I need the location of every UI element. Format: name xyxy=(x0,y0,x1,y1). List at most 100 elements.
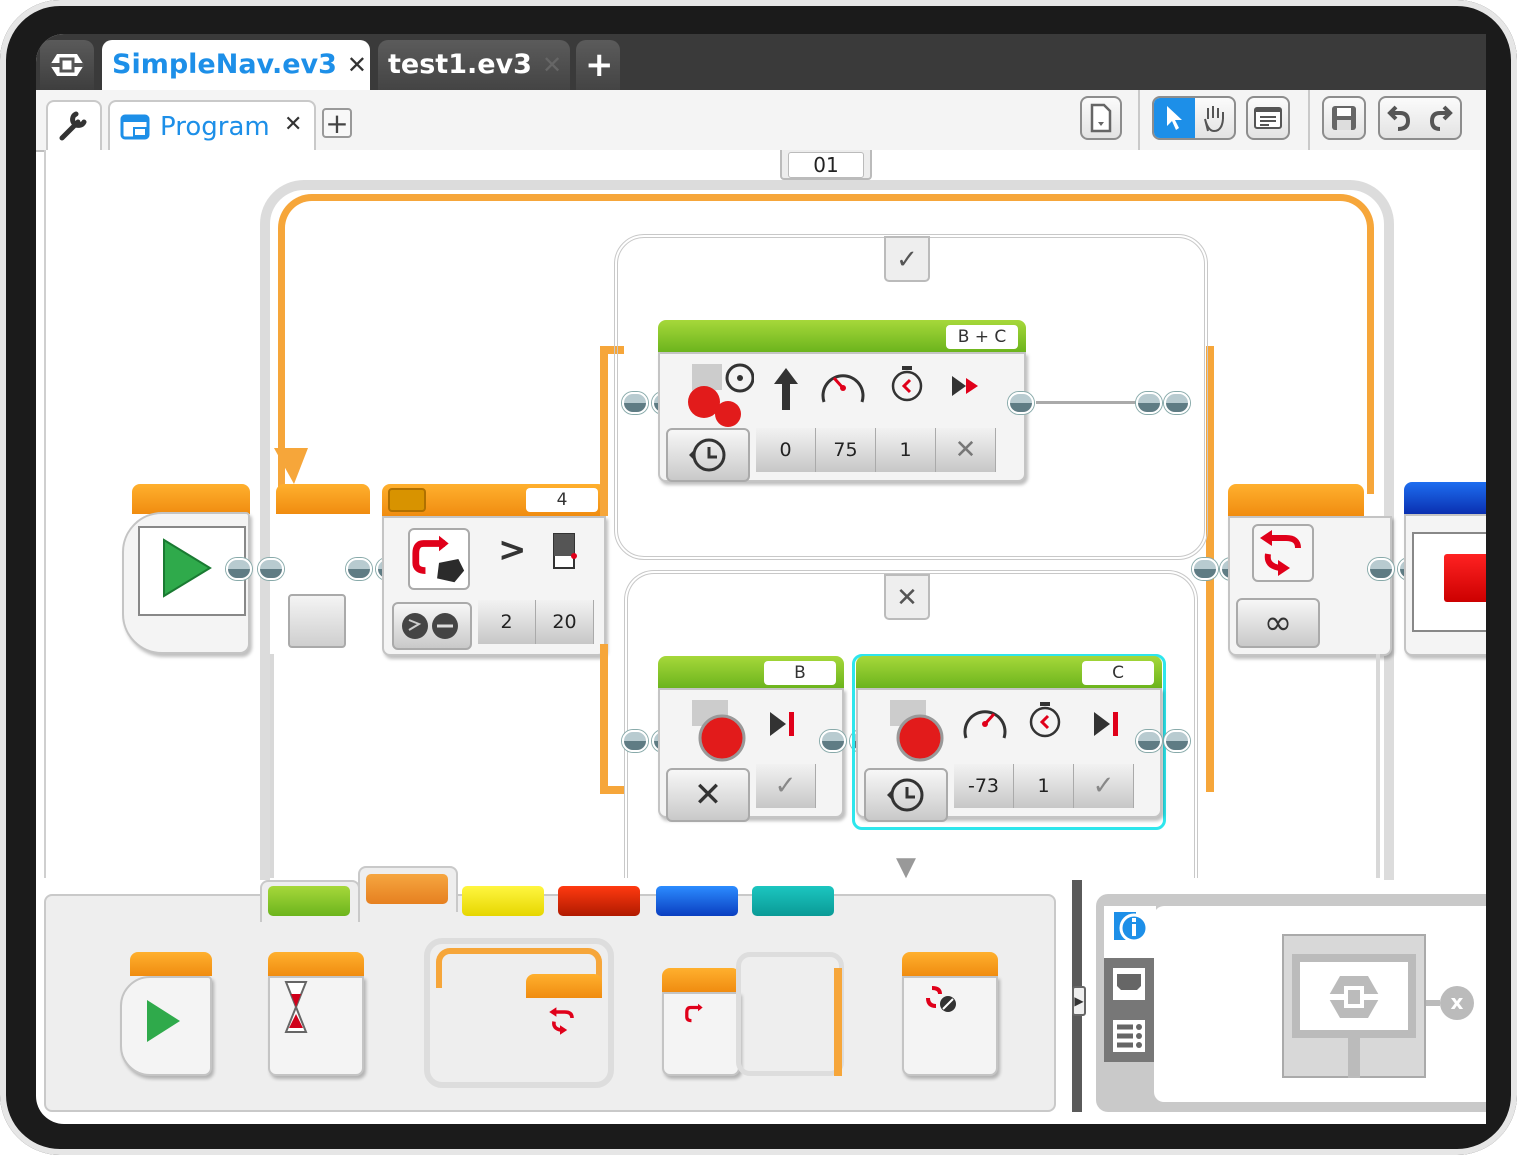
comment-tool[interactable] xyxy=(1246,96,1290,140)
seconds-icon xyxy=(1029,702,1061,738)
motor-mode-button[interactable]: ✕ xyxy=(666,768,750,822)
ev3-brick-icon xyxy=(1328,976,1380,1018)
loop-mode-selector[interactable] xyxy=(288,594,346,648)
large-motor-icon xyxy=(890,700,944,762)
ultrasonic-sensor-icon xyxy=(412,535,465,583)
sequence-plug[interactable] xyxy=(622,392,648,414)
file-tab-test1[interactable]: test1.ev3✕ xyxy=(378,40,570,90)
sequence-plug[interactable] xyxy=(1164,730,1190,752)
loop-label[interactable]: 01 xyxy=(788,152,864,178)
compare-symbol: > xyxy=(498,530,527,570)
hardware-page: x xyxy=(1096,894,1486,1112)
sequence-plug[interactable] xyxy=(346,558,372,580)
move-steering-block[interactable]: B + C 0 75 1 ✕ xyxy=(658,320,1026,492)
param-brake[interactable]: ✓ xyxy=(756,764,816,808)
save-button[interactable] xyxy=(1322,96,1366,140)
sequence-plug[interactable] xyxy=(820,730,846,752)
loop-mode-button[interactable]: ∞ xyxy=(1236,598,1320,648)
toolbar-separator xyxy=(1138,90,1140,150)
sequence-plug[interactable] xyxy=(1192,558,1218,580)
block-header xyxy=(276,484,370,514)
port-view-tab[interactable] xyxy=(1104,958,1154,1010)
switch-block[interactable]: 4 > 2 20 xyxy=(382,484,606,656)
add-file-tab-button[interactable]: + xyxy=(576,40,620,90)
palette-tab-sensor[interactable] xyxy=(462,886,544,916)
port-selector[interactable]: C xyxy=(1082,661,1154,685)
param-threshold[interactable]: 20 xyxy=(536,600,594,644)
switch-mode-button[interactable] xyxy=(392,602,472,650)
port-selector[interactable]: 4 xyxy=(526,488,598,512)
palette-loop-block[interactable] xyxy=(424,938,614,1088)
close-tab-icon[interactable]: ✕ xyxy=(346,51,368,79)
block-body xyxy=(902,976,998,1076)
seconds-icon xyxy=(891,366,923,402)
project-properties-tab[interactable] xyxy=(46,100,102,152)
param-brake[interactable]: ✓ xyxy=(1074,764,1134,808)
collapse-arrow-icon[interactable]: ▼ xyxy=(896,852,916,882)
loop-orange-wire xyxy=(436,948,602,988)
download-button[interactable] xyxy=(1080,96,1122,140)
sequence-plug[interactable] xyxy=(1136,392,1162,414)
hardware-toggle-button[interactable]: ▶ xyxy=(1072,986,1086,1016)
palette-tab-advanced[interactable] xyxy=(656,886,738,916)
program-bar: Program ✕ + xyxy=(36,90,1486,152)
sequence-plug[interactable] xyxy=(1136,730,1162,752)
sequence-plug[interactable] xyxy=(226,558,252,580)
motor-mode-button[interactable] xyxy=(864,768,948,822)
palette-loop-interrupt-block[interactable] xyxy=(902,952,998,1076)
wrench-icon xyxy=(59,111,87,141)
file-tab-simplenav[interactable]: SimpleNav.ev3✕ xyxy=(102,40,370,90)
pan-tool[interactable] xyxy=(1195,98,1234,138)
true-case-tab[interactable]: ✓ xyxy=(884,236,930,282)
param-power[interactable]: -73 xyxy=(954,764,1014,808)
sequence-plug[interactable] xyxy=(622,730,648,752)
param-seconds[interactable]: 1 xyxy=(1014,764,1074,808)
block-header xyxy=(132,484,250,514)
palette-wait-block[interactable] xyxy=(268,952,364,1076)
palette-switch-block[interactable] xyxy=(662,952,852,1082)
block-header xyxy=(1404,482,1486,514)
palette-start-block[interactable] xyxy=(120,952,212,1076)
param-compare-type[interactable]: 2 xyxy=(478,600,536,644)
motor-mode-button[interactable] xyxy=(666,428,750,482)
param-seconds[interactable]: 1 xyxy=(876,428,936,472)
palette-tab-my-blocks[interactable] xyxy=(752,886,834,916)
port-selector[interactable]: B xyxy=(764,661,836,685)
block-header xyxy=(268,952,364,976)
palette-tab-action[interactable] xyxy=(268,886,350,916)
stop-program-block[interactable] xyxy=(1404,482,1486,656)
sequence-plug[interactable] xyxy=(1164,392,1190,414)
steering-arrow-icon xyxy=(774,368,798,410)
view-toggle-button[interactable] xyxy=(388,488,426,512)
available-bricks-tab[interactable] xyxy=(1104,1010,1154,1062)
palette-tab-data-operations[interactable] xyxy=(558,886,640,916)
lobby-button[interactable] xyxy=(40,40,94,90)
sequence-plug[interactable] xyxy=(1008,392,1034,414)
program-tab[interactable]: Program ✕ xyxy=(108,100,316,152)
close-tab-icon[interactable]: ✕ xyxy=(541,51,563,79)
power-icon xyxy=(963,710,1007,739)
sequence-plug[interactable] xyxy=(1368,558,1394,580)
undo-icon[interactable] xyxy=(1386,103,1414,133)
play-icon xyxy=(163,538,212,598)
palette-tab-flow-control[interactable] xyxy=(366,874,448,904)
param-steering[interactable]: 0 xyxy=(756,428,816,472)
param-power[interactable]: 75 xyxy=(816,428,876,472)
brick-info-tab[interactable] xyxy=(1104,906,1156,958)
false-case-tab[interactable]: ✕ xyxy=(884,574,930,620)
large-motor-block-b[interactable]: B ✕ ✓ xyxy=(658,656,844,828)
tool-selector xyxy=(1152,96,1236,140)
file-download-icon xyxy=(1090,103,1112,133)
sequence-plug[interactable] xyxy=(258,558,284,580)
undo-redo-group xyxy=(1378,96,1462,140)
programming-canvas[interactable]: 01 4 > xyxy=(44,150,1486,882)
close-program-icon[interactable]: ✕ xyxy=(284,112,303,137)
hourglass-icon xyxy=(284,981,308,1033)
redo-icon[interactable] xyxy=(1426,103,1454,133)
add-program-button[interactable]: + xyxy=(322,108,352,138)
loop-end-block[interactable]: ∞ xyxy=(1228,484,1392,656)
select-tool[interactable] xyxy=(1154,98,1195,138)
param-brake[interactable]: ✕ xyxy=(936,428,996,472)
large-motor-block-c[interactable]: C -73 1 ✓ xyxy=(856,656,1162,828)
port-selector[interactable]: B + C xyxy=(946,325,1018,349)
